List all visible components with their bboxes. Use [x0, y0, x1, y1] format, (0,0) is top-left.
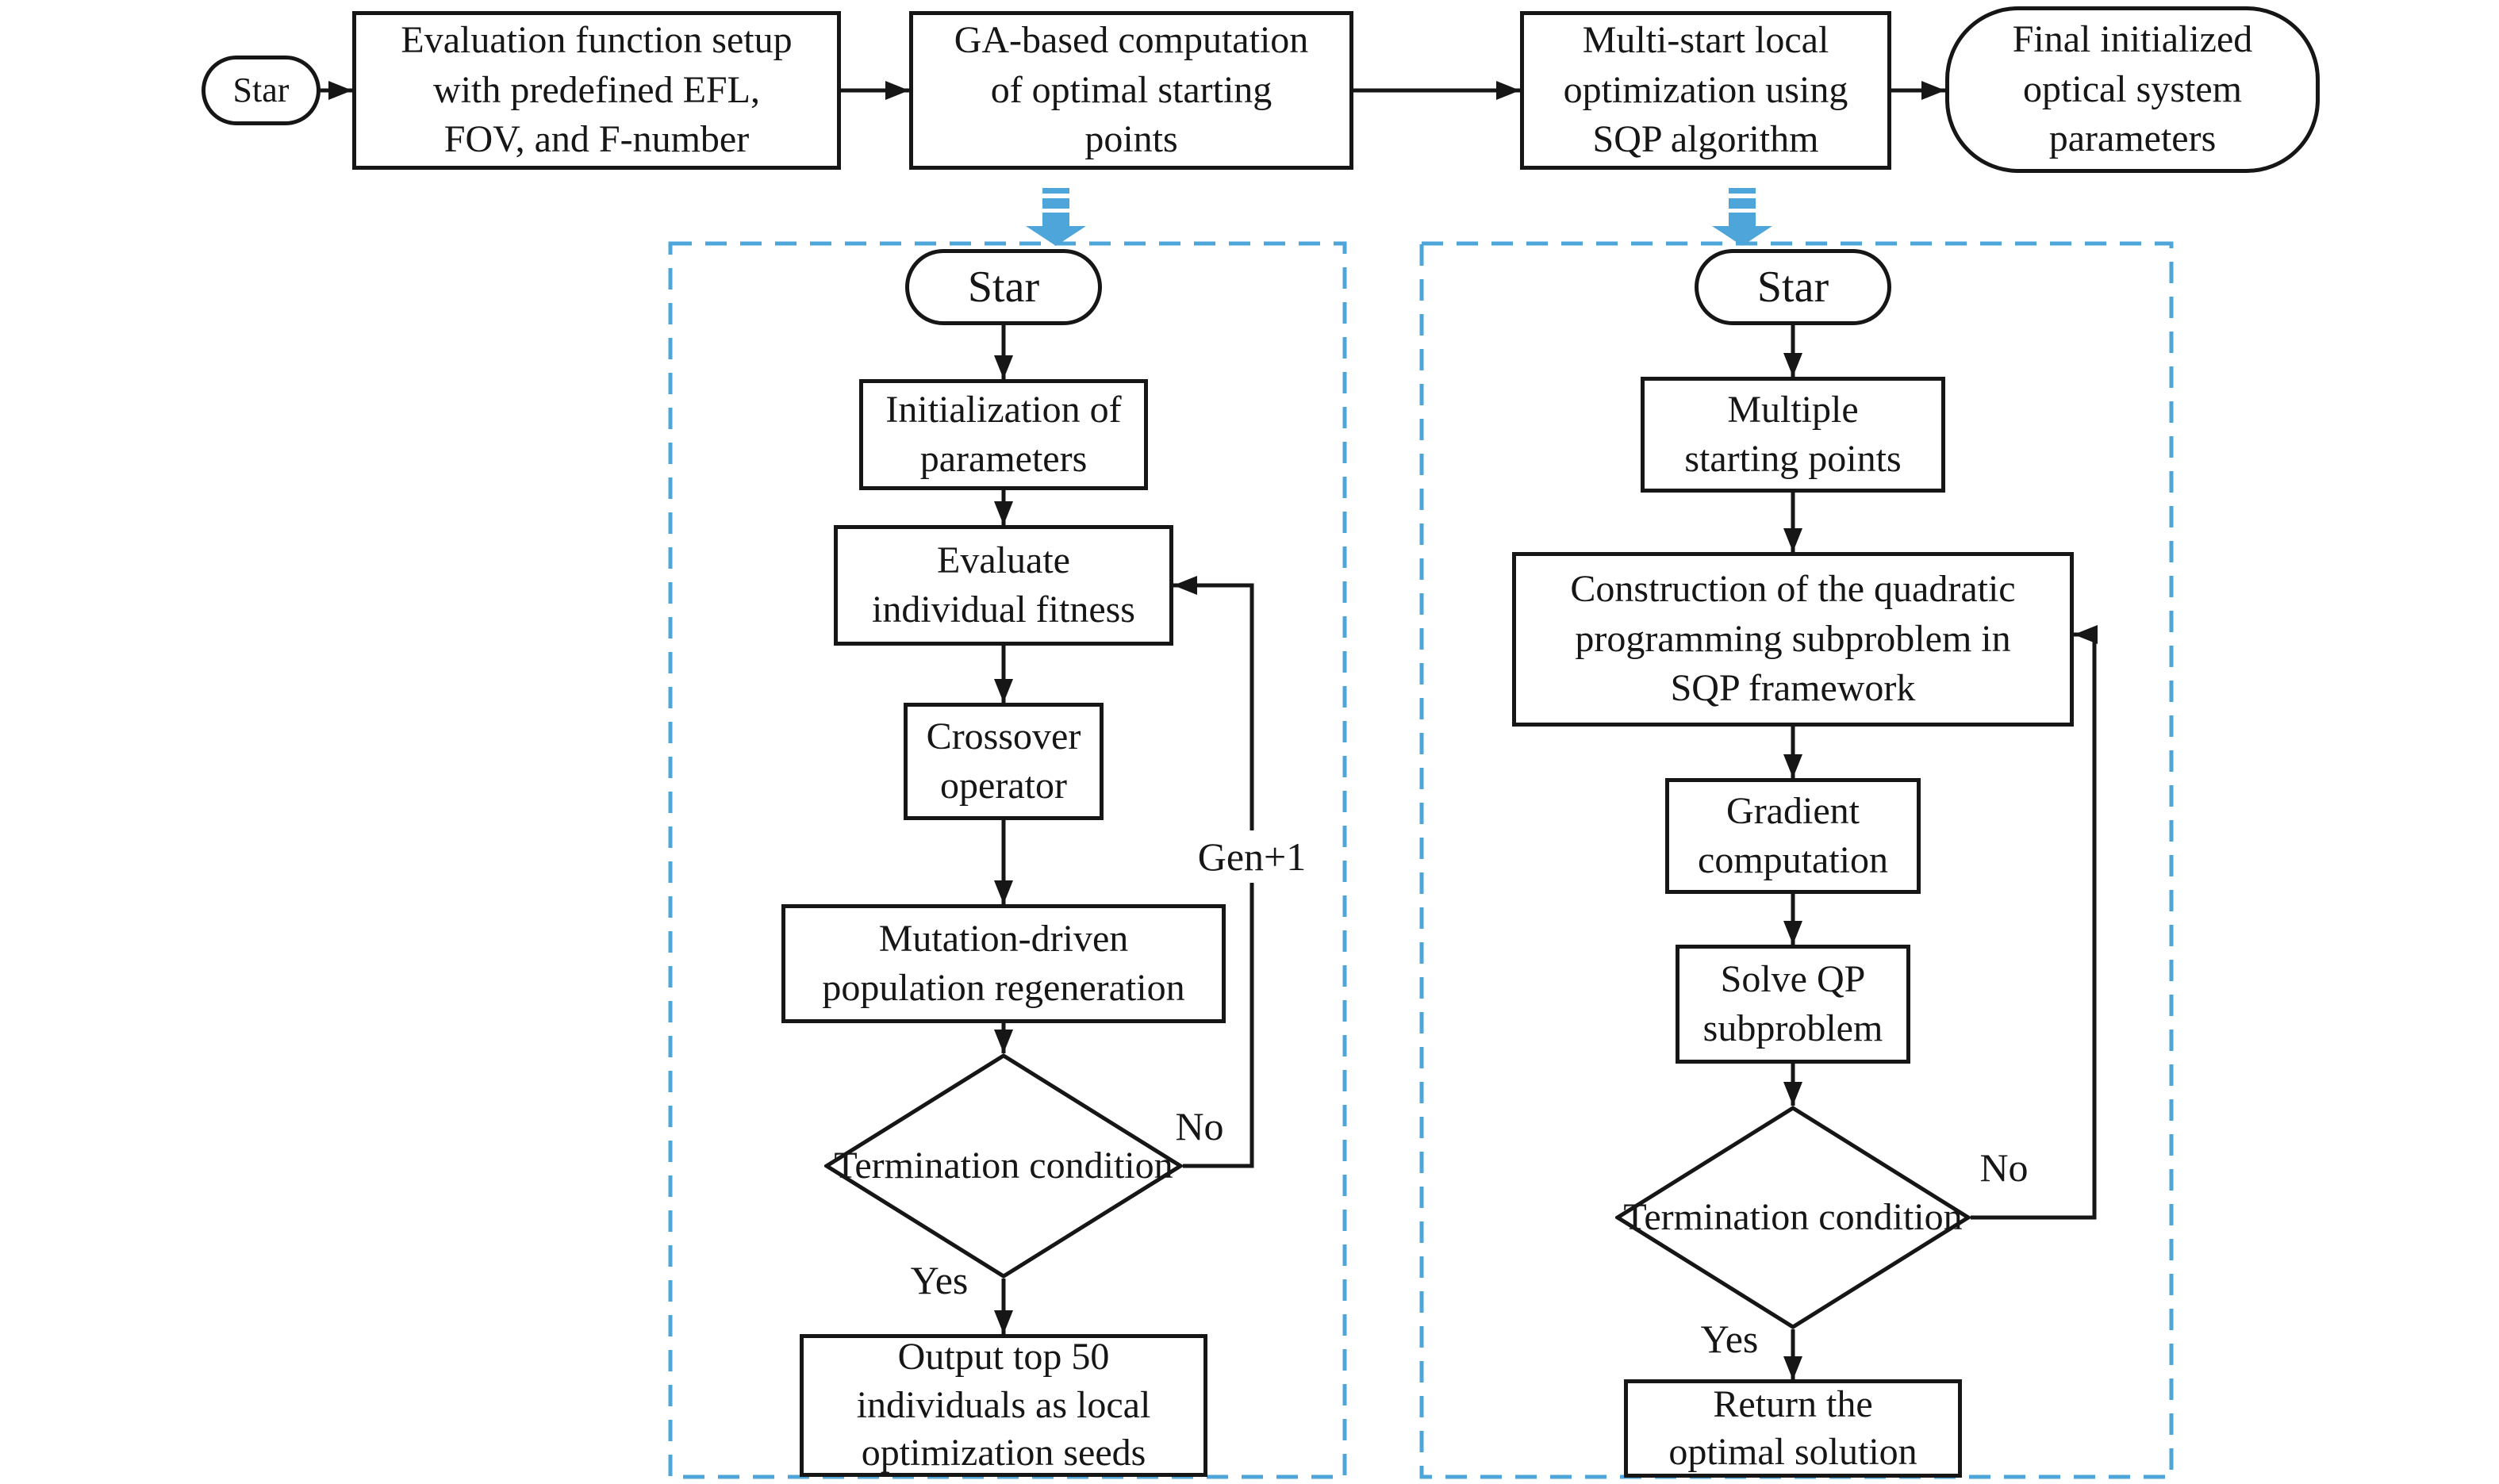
ga-detail-panel [668, 241, 1347, 1479]
node-eval-setup: Evaluation function setup with predefine… [352, 11, 841, 170]
text-line: Termination [834, 1144, 1020, 1187]
node-sqp-gradient-computation: Gradient computation [1665, 778, 1921, 894]
diamond-shape [824, 1053, 1183, 1279]
ga-detail-blue-arrow [1026, 188, 1086, 246]
node-ga-start-label: Star [967, 262, 1040, 312]
text-line: Construction of the quadratic [1570, 568, 2016, 611]
text-line: SQP algorithm [1592, 118, 1819, 161]
node-sqp-start-terminator: Star [1695, 249, 1891, 325]
text-line: of optimal starting [990, 68, 1273, 111]
text-line: Final initialized [2012, 18, 2253, 61]
text-line: individual fitness [872, 589, 1135, 631]
node-sqp-return-solution: Return the optimal solution [1624, 1379, 1962, 1478]
text-line: condition [1818, 1195, 1963, 1238]
text-line: GA-based computation [954, 19, 1309, 62]
text-line: Output top 50 [897, 1336, 1110, 1379]
node-final-parameters: Final initialized optical system paramet… [1945, 6, 2320, 173]
node-ga-evaluate-fitness: Evaluate individual fitness [834, 525, 1173, 646]
text-line: Return the [1713, 1382, 1873, 1425]
node-sqp-termination-decision: Termination condition [1615, 1106, 1971, 1329]
text-line: optical system [2023, 67, 2242, 110]
text-line: individuals as local [856, 1383, 1151, 1426]
node-start-label: Star [232, 71, 290, 110]
text-line: optimization using [1563, 68, 1848, 111]
text-line: population regeneration [822, 967, 1185, 1009]
node-ga-termination-decision: Termination condition [824, 1053, 1183, 1279]
node-sqp-start-label: Star [1756, 262, 1829, 312]
text-line: SQP framework [1670, 667, 1916, 710]
text-line: starting points [1684, 438, 1902, 480]
node-ga-start-terminator: Star [905, 249, 1102, 325]
node-ga-mutation: Mutation-driven population regeneration [781, 904, 1226, 1023]
ga-loop-label-gen-plus-1: Gen+1 [1189, 830, 1315, 883]
text-line: subproblem [1702, 1007, 1883, 1049]
text-line: parameters [919, 438, 1088, 480]
text-line: Solve QP [1720, 957, 1866, 1000]
text-line: points [1084, 118, 1178, 161]
text-line: Initialization of [885, 388, 1122, 431]
text-line: with predefined EFL, [433, 68, 760, 111]
text-line: Multi-start local [1582, 19, 1829, 62]
ga-branch-label-no: No [1175, 1104, 1224, 1148]
node-multistart-sqp: Multi-start local optimization using SQP… [1520, 11, 1891, 170]
node-sqp-multiple-starting-points: Multiple starting points [1641, 377, 1945, 493]
text-line: condition [1029, 1144, 1173, 1187]
text-line: computation [1698, 839, 1888, 881]
sqp-branch-label-no: No [1979, 1145, 2029, 1190]
text-line: operator [940, 765, 1067, 807]
text-line: parameters [2048, 117, 2217, 160]
node-ga-initialization: Initialization of parameters [859, 379, 1148, 490]
sqp-detail-blue-arrow [1712, 188, 1772, 246]
text-line: Termination [1623, 1195, 1810, 1238]
sqp-no-feedback-line [1971, 625, 2098, 1220]
text-line: optimal solution [1668, 1431, 1917, 1473]
node-sqp-solve-qp: Solve QP subproblem [1676, 945, 1910, 1064]
text-line: Evaluate [937, 539, 1070, 581]
text-line: FOV, and F-number [443, 118, 750, 161]
node-start-terminator: Star [202, 56, 321, 125]
text-line: Multiple [1727, 388, 1859, 431]
text-line: Crossover [926, 715, 1081, 757]
node-sqp-construct-qp-subproblem: Construction of the quadratic programmin… [1512, 552, 2074, 727]
ga-branch-label-yes: Yes [910, 1258, 969, 1302]
text-line: optimization seeds [861, 1432, 1146, 1474]
node-ga-computation: GA-based computation of optimal starting… [909, 11, 1353, 170]
text-line: programming subproblem in [1575, 617, 2011, 660]
text-line: Evaluation function setup [401, 19, 793, 62]
text-line: Mutation-driven [878, 917, 1129, 960]
node-ga-crossover: Crossover operator [904, 703, 1104, 820]
text-line: Gradient [1726, 789, 1860, 832]
node-ga-output-seeds: Output top 50 individuals as local optim… [800, 1334, 1207, 1477]
diamond-shape [1615, 1106, 1971, 1329]
sqp-branch-label-yes: Yes [1700, 1317, 1759, 1361]
